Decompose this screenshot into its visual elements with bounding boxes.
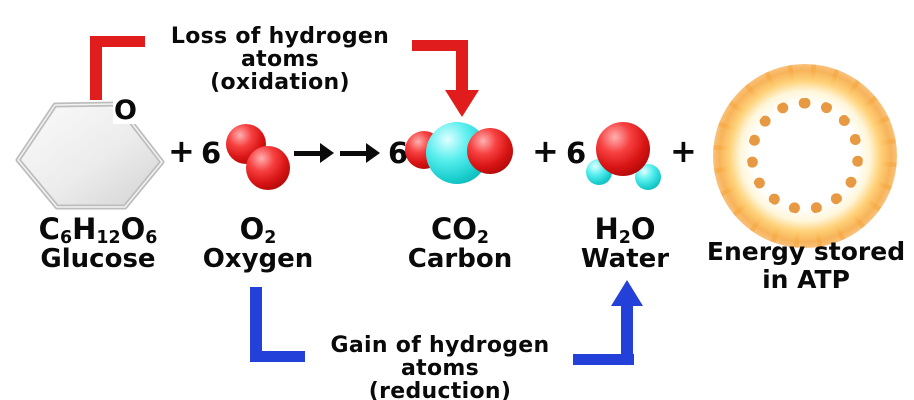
- carbon-dioxide-coefficient: 6: [388, 136, 409, 170]
- oxidation-bracket-vertical: [90, 36, 102, 100]
- plus-sign-1: +: [168, 132, 195, 170]
- glucose-formula: C6H12O6: [17, 212, 179, 247]
- arrow-head: [366, 143, 380, 163]
- reduction-connector-vertical: [621, 302, 633, 365]
- carbon-dioxide-label: CO2 Carbon: [390, 214, 530, 274]
- water-name: Water: [580, 244, 670, 274]
- reduction-label: Gain of hydrogen atoms (reduction): [300, 334, 580, 400]
- plus-sign-3: +: [670, 132, 697, 170]
- formula-part: C: [430, 212, 453, 246]
- formula-part: H: [594, 212, 619, 246]
- oxidation-connector-horizontal: [412, 40, 468, 51]
- glucose-ring-icon: [15, 101, 165, 210]
- glucose-ring-oxygen-label: O: [113, 95, 138, 126]
- oxygen-atom: [467, 128, 513, 174]
- oxygen-name: Oxygen: [202, 244, 314, 274]
- oxygen-label: O2 Oxygen: [185, 214, 331, 274]
- formula-part: H: [72, 212, 97, 246]
- formula-sub: 12: [96, 228, 121, 249]
- formula-sub: 2: [264, 228, 277, 249]
- formula-sub: 6: [145, 228, 158, 249]
- reduction-bracket-vertical: [250, 287, 262, 362]
- burst-clumps: [747, 98, 863, 214]
- glucose-label: C6H12O6 Glucose: [17, 214, 179, 274]
- formula-part: O: [239, 212, 265, 246]
- water-coefficient: 6: [566, 136, 587, 170]
- arrow-head: [320, 143, 334, 163]
- oxygen-atom: [246, 146, 290, 190]
- oxidation-bracket-horizontal: [90, 36, 145, 47]
- reduction-label-line2: (reduction): [368, 379, 512, 400]
- oxygen-coefficient: 6: [201, 136, 222, 170]
- formula-sub: 2: [618, 228, 631, 249]
- plus-sign-2: +: [532, 132, 559, 170]
- energy-burst-icon: [713, 64, 897, 248]
- arrow-shaft: [340, 151, 367, 156]
- oxidation-connector-vertical: [456, 40, 468, 92]
- reaction-arrow-icon: [294, 143, 334, 163]
- glucose-name: Glucose: [40, 244, 156, 274]
- oxidation-label-line1: Loss of hydrogen atoms: [170, 24, 390, 72]
- reduction-arrowhead-icon: [611, 280, 643, 306]
- oxidation-label: Loss of hydrogen atoms (oxidation): [140, 25, 420, 94]
- formula-part: O: [630, 212, 656, 246]
- oxidation-label-line2: (oxidation): [210, 70, 350, 95]
- oxygen-molecule-icon: [222, 118, 292, 194]
- formula-part: O: [452, 212, 477, 246]
- carbon-dioxide-formula: CO2: [390, 212, 530, 247]
- oxidation-arrowhead-icon: [445, 90, 479, 117]
- energy-label-line1: Energy stored: [706, 237, 906, 266]
- water-formula: H2O: [560, 212, 690, 247]
- energy-label-line2: in ATP: [762, 265, 850, 294]
- formula-sub: 6: [59, 228, 73, 249]
- carbon-dioxide-molecule-icon: [402, 116, 514, 192]
- carbon-dioxide-name: Carbon: [407, 244, 513, 274]
- energy-label: Energy stored in ATP: [700, 238, 912, 294]
- formula-part: C: [38, 212, 60, 246]
- formula-sub: 2: [476, 228, 490, 249]
- reduction-connector-horizontal: [573, 354, 634, 365]
- oxygen-formula: O2: [185, 212, 331, 247]
- water-molecule-icon: [586, 120, 664, 192]
- reaction-arrow-icon: [340, 143, 380, 163]
- formula-part: O: [120, 212, 146, 246]
- arrow-shaft: [294, 151, 321, 156]
- oxygen-atom: [596, 122, 650, 176]
- reduction-bracket-horizontal: [250, 351, 305, 362]
- reduction-label-line1: Gain of hydrogen atoms: [330, 333, 550, 381]
- water-label: H2O Water: [560, 214, 690, 274]
